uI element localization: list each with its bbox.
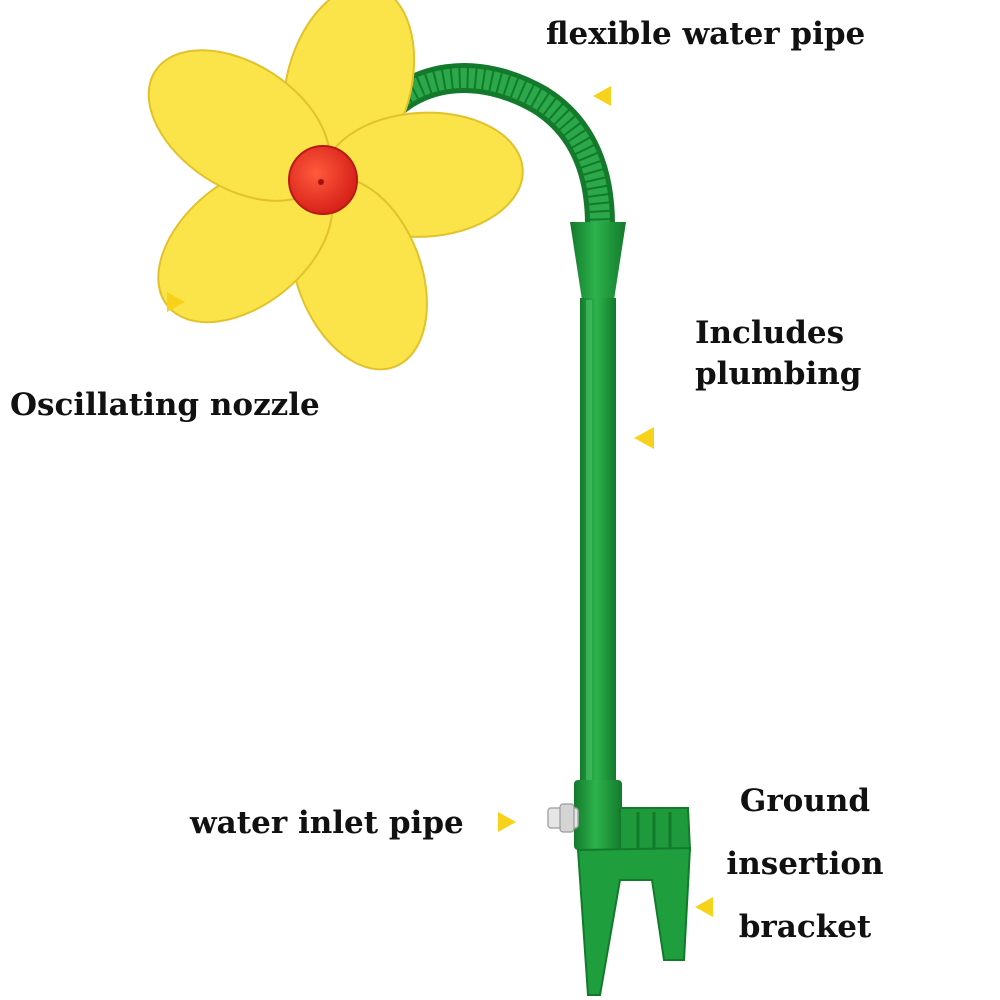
arrow-left-icon [593,86,611,106]
label-includes-plumbing: Includes plumbing [695,315,861,393]
arrow-left-icon [695,897,713,917]
label-water-inlet-pipe: water inlet pipe [190,805,464,841]
label-line: plumbing [695,356,862,393]
label-flexible-water-pipe: flexible water pipe [546,16,866,52]
label-line: bracket [738,909,872,946]
flexible-hose [357,63,615,240]
arrow-right-icon [498,812,516,832]
label-line: Ground [739,783,871,819]
label-oscillating-nozzle: Oscillating nozzle [10,387,320,423]
label-line: Includes [695,315,845,351]
arrow-right-icon [167,292,185,312]
label-line: insertion [726,846,884,883]
arrow-left-icon [634,427,654,449]
water-inlet-pipe [547,803,579,833]
flower-nozzle [147,0,524,371]
label-ground-insertion-bracket: Ground insertion bracket [705,783,905,973]
ground-insertion-bracket [576,807,692,996]
stem-pipe [570,222,626,850]
